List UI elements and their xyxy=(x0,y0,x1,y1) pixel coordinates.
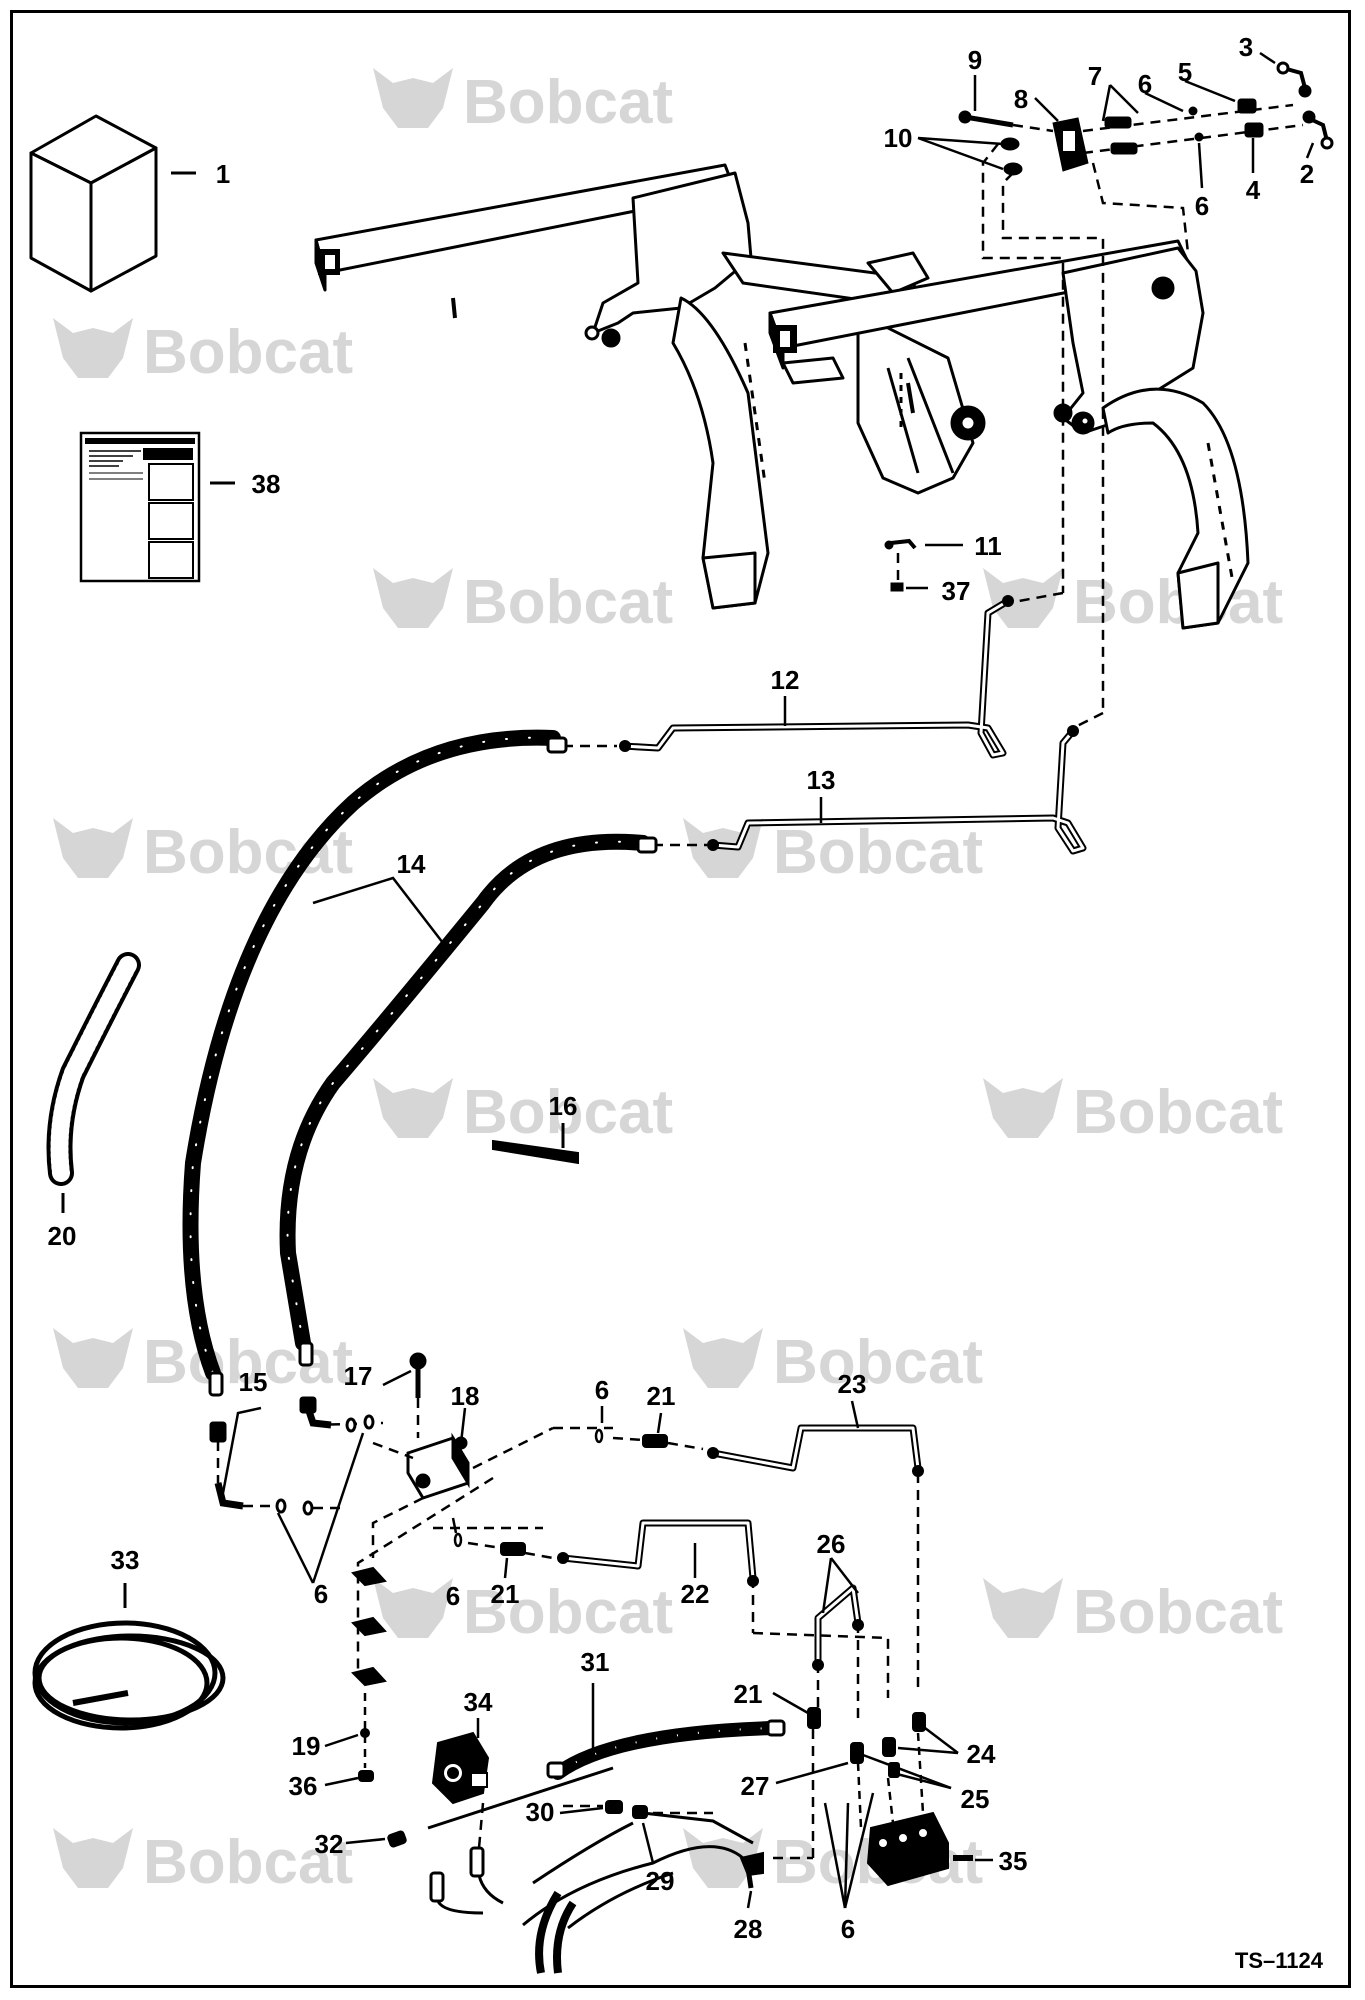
callout-23: 23 xyxy=(838,1369,867,1399)
bobcat-logo-icon: Bobcat xyxy=(373,1078,673,1147)
callout-33: 33 xyxy=(111,1545,140,1575)
document-icon xyxy=(79,431,201,583)
watermark-text: Bobcat xyxy=(773,818,983,887)
callout-10: 10 xyxy=(884,123,913,153)
callout-19: 19 xyxy=(292,1731,321,1761)
callout-layer: 1 2 3 4 5 6 6 7 8 9 10 11 12 13 14 15 16… xyxy=(48,32,1315,1944)
callout-6b: 6 xyxy=(1195,191,1209,221)
top-fittings xyxy=(958,61,1334,176)
callout-18: 18 xyxy=(451,1381,480,1411)
callout-28: 28 xyxy=(734,1914,763,1944)
callout-27: 27 xyxy=(741,1771,770,1801)
bobcat-logo-icon: Bobcat xyxy=(53,318,353,387)
callout-16: 16 xyxy=(549,1091,578,1121)
callout-17: 17 xyxy=(344,1361,373,1391)
bobcat-logo-icon: Bobcat xyxy=(983,1078,1283,1147)
control-valve xyxy=(866,1811,973,1887)
lift-arm-assembly xyxy=(314,163,1250,630)
callout-26: 26 xyxy=(817,1529,846,1559)
drawing-reference: TS–1124 xyxy=(1235,1948,1324,1973)
bobcat-logo-icon: Bobcat xyxy=(373,568,673,637)
callout-32: 32 xyxy=(315,1829,344,1859)
callout-29: 29 xyxy=(646,1866,675,1896)
bobcat-logo-icon: Bobcat xyxy=(53,1328,353,1397)
bobcat-logo-icon: Bobcat xyxy=(373,68,673,137)
callout-21: 21 xyxy=(647,1381,676,1411)
box-icon xyxy=(29,114,158,293)
solenoid-valve xyxy=(431,1731,490,1805)
callout-13: 13 xyxy=(807,765,836,795)
watermark-text: Bobcat xyxy=(143,1828,353,1897)
watermark-text: Bobcat xyxy=(463,68,673,137)
retaining-pin xyxy=(492,1139,579,1165)
callout-35: 35 xyxy=(999,1846,1028,1876)
callout-5: 5 xyxy=(1178,57,1192,87)
watermark-text: Bobcat xyxy=(773,1328,983,1397)
valve-block xyxy=(406,1352,470,1500)
callout-1: 1 xyxy=(216,159,230,189)
callout-21c: 21 xyxy=(734,1679,763,1709)
callout-7: 7 xyxy=(1088,61,1102,91)
callout-20: 20 xyxy=(48,1221,77,1251)
callout-12: 12 xyxy=(771,665,800,695)
callout-15: 15 xyxy=(239,1367,268,1397)
callout-31: 31 xyxy=(581,1647,610,1677)
callout-3: 3 xyxy=(1239,32,1253,62)
callout-6f: 6 xyxy=(841,1914,855,1944)
callout-9: 9 xyxy=(968,45,982,75)
callout-36: 36 xyxy=(289,1771,318,1801)
watermark-text: Bobcat xyxy=(143,318,353,387)
steel-lines xyxy=(622,597,1087,855)
callout-8: 8 xyxy=(1014,84,1028,114)
bobcat-logo-icon: Bobcat xyxy=(683,818,983,887)
watermark-text: Bobcat xyxy=(463,568,673,637)
watermark-text: Bobcat xyxy=(1073,1578,1283,1647)
bobcat-logo-icon: Bobcat xyxy=(683,1328,983,1397)
callout-21b: 21 xyxy=(491,1579,520,1609)
callout-6: 6 xyxy=(1138,69,1152,99)
callout-2: 2 xyxy=(1300,159,1314,189)
callout-24: 24 xyxy=(967,1739,996,1769)
watermark-text: Bobcat xyxy=(1073,1078,1283,1147)
bobcat-logo-icon: Bobcat xyxy=(373,1578,673,1647)
callout-6e: 6 xyxy=(595,1375,609,1405)
coiled-tubing xyxy=(32,1620,226,1731)
callout-38: 38 xyxy=(252,469,281,499)
callout-6c: 6 xyxy=(314,1579,328,1609)
bobcat-logo-icon: Bobcat xyxy=(983,1578,1283,1647)
callout-11: 11 xyxy=(974,531,1002,561)
callout-37: 37 xyxy=(942,576,971,606)
leader-lines xyxy=(324,51,1315,1909)
pin-and-nut xyxy=(884,538,917,592)
callout-4: 4 xyxy=(1246,175,1261,205)
bobcat-logo-icon: Bobcat xyxy=(53,1828,353,1897)
callout-6d: 6 xyxy=(446,1581,460,1611)
protective-sleeve xyxy=(46,952,141,1186)
hydraulic-hoses xyxy=(182,729,651,1381)
callout-22: 22 xyxy=(681,1579,710,1609)
watermark-text: Bobcat xyxy=(463,1078,673,1147)
watermark-text: Bobcat xyxy=(143,1328,353,1397)
elbow-fittings xyxy=(209,1396,375,1516)
callout-34: 34 xyxy=(464,1687,493,1717)
callout-30: 30 xyxy=(526,1797,555,1827)
watermark-text: Bobcat xyxy=(463,1578,673,1647)
callout-14: 14 xyxy=(397,849,426,879)
spacer-stack xyxy=(351,1566,387,1782)
callout-25: 25 xyxy=(961,1784,990,1814)
